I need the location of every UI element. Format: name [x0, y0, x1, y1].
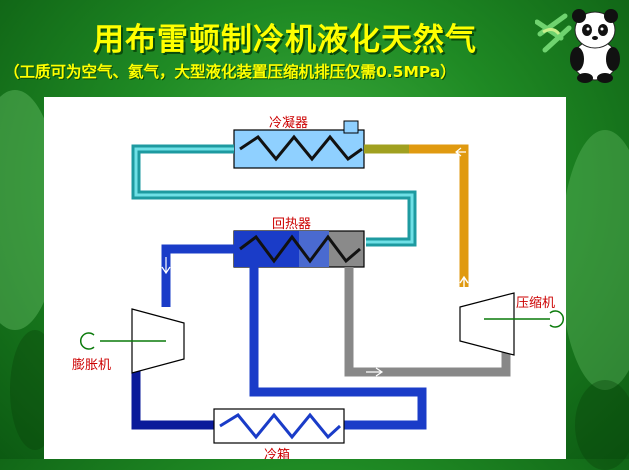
- expander: 膨胀机: [72, 308, 185, 374]
- background-leaf: [575, 380, 629, 470]
- background-leaf: [560, 130, 629, 390]
- pipe-regenerator-to-compressor: [344, 267, 511, 377]
- compressor-label: 压缩机: [516, 295, 555, 311]
- pipe-cooler-to-regenerator: [249, 267, 427, 430]
- condenser-label: 冷凝器: [269, 115, 308, 131]
- slide-title: 用布雷顿制冷机液化天然气: [93, 22, 477, 58]
- rotation-arrow-icon: [79, 332, 95, 350]
- cycle-diagram: 冷凝器 回热器 冷箱: [44, 97, 566, 459]
- regenerator: 回热器: [233, 217, 365, 268]
- cooler: 冷箱: [213, 408, 345, 459]
- flow-arrow-icon: [459, 275, 469, 293]
- compressor: 压缩机: [459, 292, 565, 356]
- pipe-expander-to-cooler: [131, 367, 214, 430]
- panda-bamboo-icon: [535, 9, 620, 83]
- condenser: 冷凝器: [233, 115, 365, 169]
- cooler-label: 冷箱: [264, 447, 290, 459]
- regenerator-label: 回热器: [272, 217, 311, 232]
- expander-label: 膨胀机: [72, 358, 111, 373]
- rotation-arrow-icon: [549, 310, 565, 328]
- slide-subtitle: （工质可为空气、氦气，大型液化装置压缩机排压仅需0.5MPa）: [4, 63, 456, 81]
- pipe-regenerator-to-expander: [161, 244, 234, 307]
